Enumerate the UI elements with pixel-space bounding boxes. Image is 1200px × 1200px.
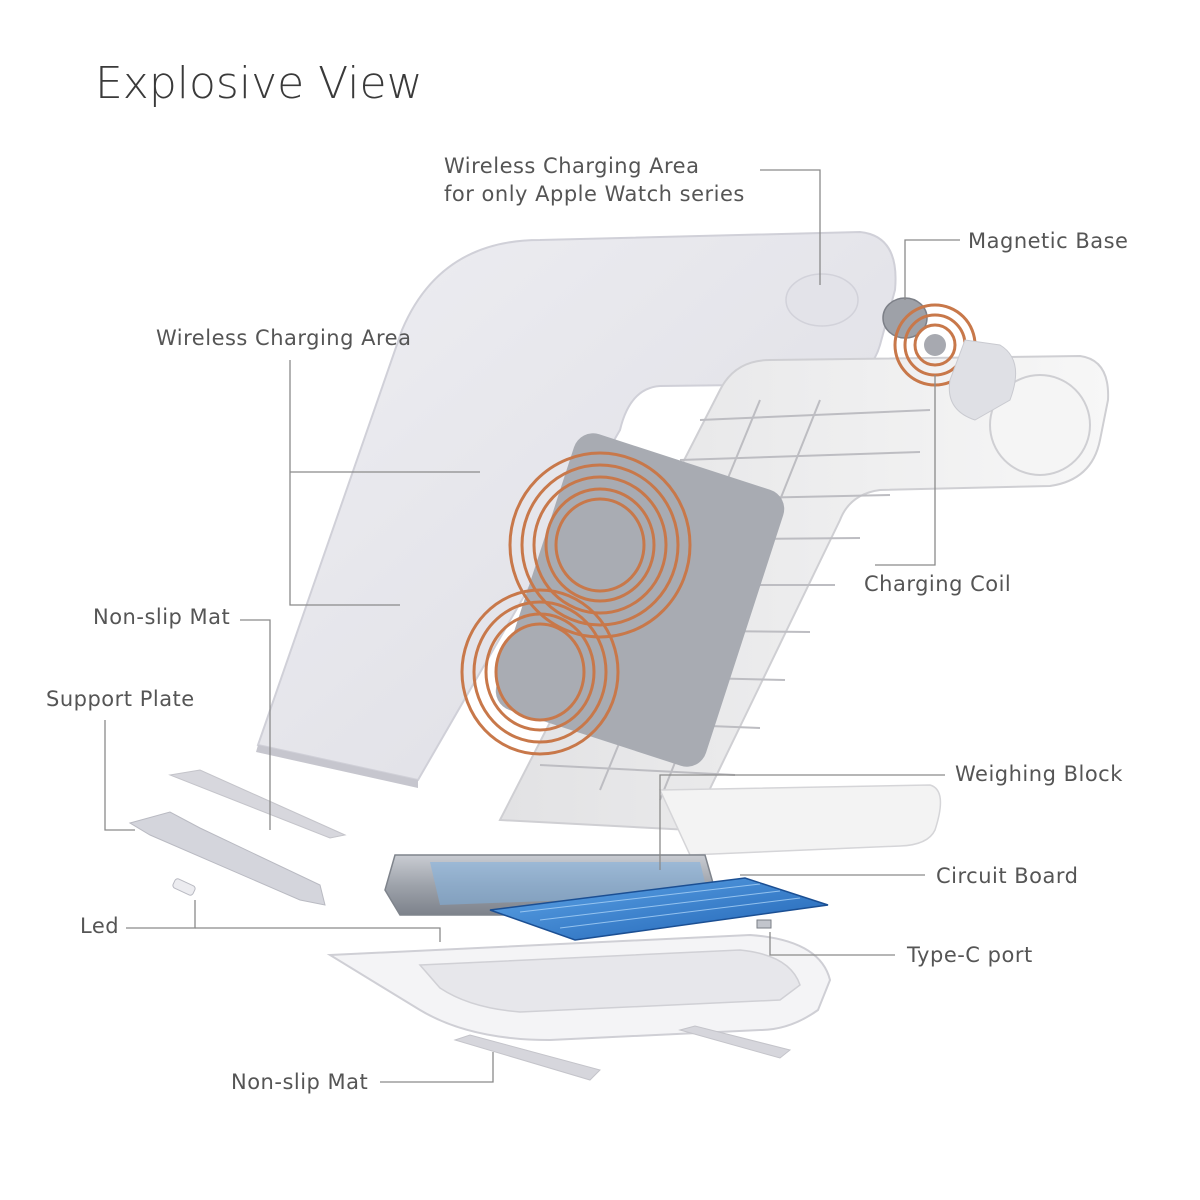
label-led: Led xyxy=(80,914,120,938)
label-non-slip-mat-top: Non-slip Mat xyxy=(93,605,231,629)
led-component xyxy=(172,878,196,896)
label-non-slip-mat-bottom: Non-slip Mat xyxy=(231,1070,369,1094)
leader-lines xyxy=(104,169,960,1083)
non-slip-mat-top xyxy=(168,769,347,839)
label-type-c-port: Type-C port xyxy=(907,943,1033,967)
label-wireless-charging-area: Wireless Charging Area xyxy=(156,326,412,350)
label-charging-coil: Charging Coil xyxy=(864,572,1012,596)
watch-coil-and-magnet xyxy=(882,297,1017,421)
label-watch-area-line1: Wireless Charging Area xyxy=(444,154,700,178)
circuit-board xyxy=(489,877,829,941)
support-plate xyxy=(128,811,326,906)
diagram-title: Explosive View xyxy=(95,58,423,109)
bottom-housing xyxy=(326,933,832,1042)
label-magnetic-base: Magnetic Base xyxy=(968,229,1129,253)
label-watch-area-line2: for only Apple Watch series xyxy=(444,182,745,206)
label-weighing-block: Weighing Block xyxy=(955,762,1123,786)
non-slip-mat-bottom xyxy=(453,1025,792,1081)
label-circuit-board: Circuit Board xyxy=(936,864,1079,888)
label-support-plate: Support Plate xyxy=(46,687,195,711)
phone-charging-coils xyxy=(460,433,785,767)
